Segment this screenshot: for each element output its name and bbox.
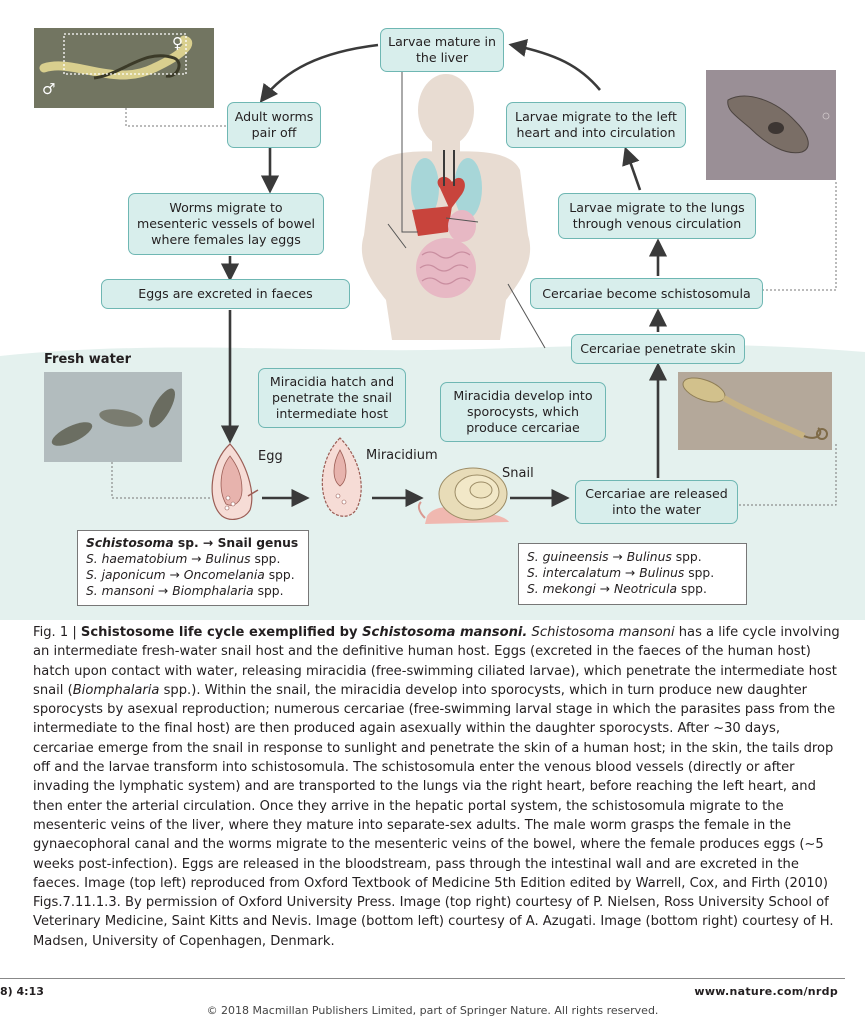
- figure-caption: Fig. 1 | Schistosome life cycle exemplif…: [33, 625, 840, 949]
- right-lung: [454, 158, 482, 218]
- species-row: S. japonicum → Oncomelania spp.: [86, 568, 295, 582]
- box-larvae-left-heart: Larvae migrate to the left heart and int…: [506, 102, 686, 148]
- box-miracidia-hatch: Miracidia hatch and penetrate the snail …: [258, 368, 406, 428]
- cercariae-photo: [678, 372, 832, 450]
- journal-url[interactable]: www.nature.com/nrdp: [694, 985, 838, 998]
- box-cercariae-penetrate-skin: Cercariae penetrate skin: [571, 334, 745, 364]
- dotted-leaders: [111, 108, 837, 506]
- caption-title: Schistosome life cycle exemplified by Sc…: [80, 625, 528, 640]
- snail-drawing: [417, 467, 509, 524]
- species-row: S. mansoni → Biomphalaria spp.: [86, 584, 284, 598]
- box-worms-migrate-mesenteric: Worms migrate to mesenteric vessels of b…: [128, 193, 324, 255]
- stomach: [448, 210, 476, 242]
- egg-label: Egg: [258, 449, 283, 464]
- connector-lines: [387, 72, 546, 349]
- miracidium-drawing: [321, 437, 362, 517]
- egg-drawing: [211, 443, 259, 520]
- species-row: S. mekongi → Neotricula spp.: [527, 582, 707, 596]
- fresh-water-label: Fresh water: [44, 352, 132, 367]
- arrow-lungs-to-heart: [622, 146, 642, 191]
- footer-divider: [0, 978, 845, 979]
- box-cercariae-released: Cercariae are released into the water: [575, 480, 738, 524]
- species-table-right: S. guineensis → Bulinus spp. S. intercal…: [518, 543, 747, 605]
- box-larvae-mature-liver: Larvae mature in the liver: [380, 28, 504, 72]
- male-symbol: ♂: [42, 80, 56, 98]
- arrow-liver-to-worms: [259, 43, 379, 103]
- liver: [412, 206, 452, 236]
- arrow-heart-to-liver: [508, 39, 601, 91]
- species-table-left: Schistosoma sp. → Snail genus S. haemato…: [77, 530, 309, 606]
- organs: [411, 150, 482, 298]
- citation-text: 8) 4:13: [0, 985, 44, 998]
- box-larvae-lungs: Larvae migrate to the lungs through veno…: [558, 193, 756, 239]
- species-row: S. haematobium → Bulinus spp.: [86, 552, 281, 566]
- species-table-left-header: Schistosoma sp. → Snail genus: [86, 536, 299, 550]
- species-row: S. guineensis → Bulinus spp.: [527, 550, 702, 564]
- box-adult-worms-pair-off: Adult worms pair off: [227, 102, 321, 148]
- adult-worms-photo: ♂ ♀: [34, 28, 214, 108]
- box-eggs-excreted: Eggs are excreted in faeces: [101, 279, 350, 309]
- figure-number: Fig. 1 |: [33, 625, 81, 640]
- snail-label: Snail: [502, 466, 534, 481]
- eggs-photo: [44, 372, 182, 462]
- left-lung: [411, 158, 439, 218]
- copyright-notice: © 2018 Macmillan Publishers Limited, par…: [206, 1004, 659, 1017]
- box-cercariae-schistosomula: Cercariae become schistosomula: [530, 278, 763, 309]
- schistosomulum-photo: [706, 70, 836, 180]
- intestines: [416, 238, 476, 298]
- female-symbol: ♀: [172, 34, 183, 52]
- cycle-arrows: [220, 39, 668, 508]
- miracidium-label: Miracidium: [366, 448, 438, 463]
- species-row: S. intercalatum → Bulinus spp.: [527, 566, 715, 580]
- box-miracidia-develop: Miracidia develop into sporocysts, which…: [440, 382, 606, 442]
